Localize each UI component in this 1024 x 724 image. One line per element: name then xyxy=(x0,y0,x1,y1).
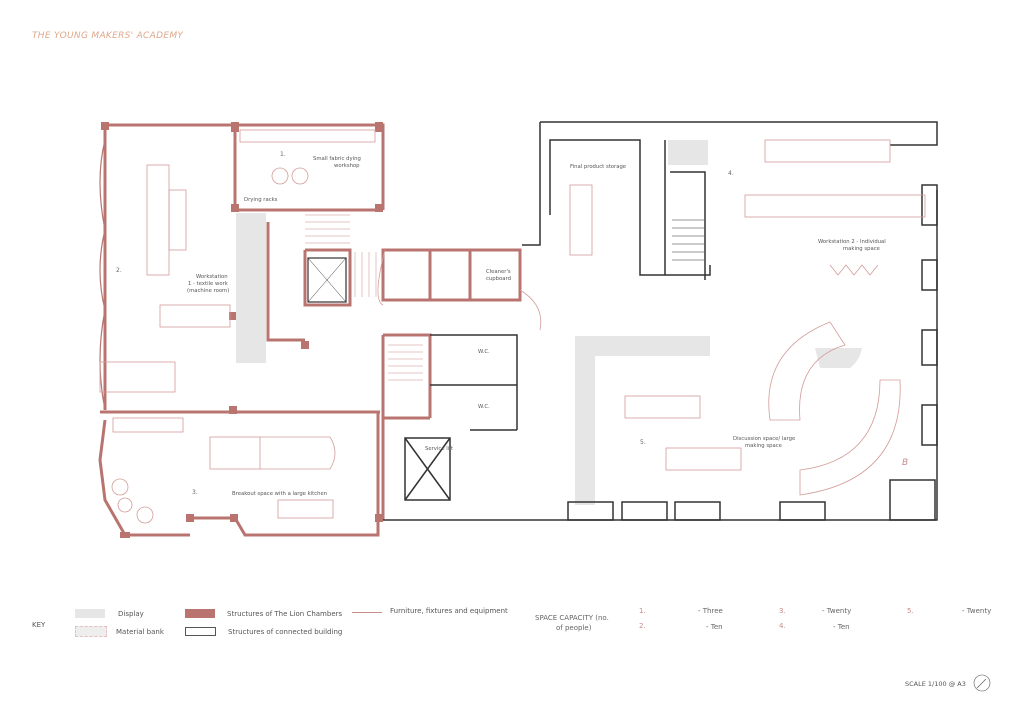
room-1-name-2: workshop xyxy=(334,163,360,169)
service-lift-label: Service lift xyxy=(425,446,453,452)
connected-swatch xyxy=(185,627,216,636)
room-5-name-2: making space xyxy=(745,443,782,449)
room-1-name: Small fabric dying xyxy=(313,156,361,162)
display-areas xyxy=(236,140,862,505)
material-bank-swatch xyxy=(75,626,107,637)
drying-racks-label: Drying racks xyxy=(244,197,278,203)
lion-chambers-columns xyxy=(101,122,383,538)
room-5-number: 5. xyxy=(640,439,646,446)
b-marker: B xyxy=(902,458,908,468)
capacity-val-2: - Ten xyxy=(706,623,723,631)
drawing-title: THE YOUNG MAKERS' ACADEMY xyxy=(32,31,184,41)
room-2-name-3: (machine room) xyxy=(187,288,229,294)
cleaner-label-2: cupboard xyxy=(486,276,511,282)
room-2-name-2: 1 - textile work xyxy=(188,281,229,287)
room-labels: 1. Small fabric dying workshop Drying ra… xyxy=(116,151,908,497)
room-2-number: 2. xyxy=(116,267,122,274)
room-3-number: 3. xyxy=(192,489,198,496)
capacity-title: SPACE CAPACITY (no. xyxy=(535,614,609,622)
north-arrow-pointer xyxy=(976,678,987,689)
room-2-name: Workstation xyxy=(196,274,228,280)
staircases xyxy=(305,214,704,381)
key-display: Display xyxy=(118,610,144,618)
capacity-num-3: 3. xyxy=(779,607,786,615)
capacity-num-5: 5. xyxy=(907,607,914,615)
key-lion: Structures of The Lion Chambers xyxy=(227,610,343,618)
room-1-number: 1. xyxy=(280,151,286,158)
capacity-val-5: - Twenty xyxy=(962,607,992,615)
capacity-num-2: 2. xyxy=(639,622,646,630)
cleaner-label: Cleaner's xyxy=(486,269,511,275)
capacity-val-3: - Twenty xyxy=(822,607,852,615)
storage-label: Final product storage xyxy=(570,164,626,170)
key-heading: KEY xyxy=(32,621,46,629)
scale-label: SCALE 1/100 @ A3 xyxy=(905,680,966,688)
display-swatch xyxy=(75,609,105,618)
wc-1-label: W.C. xyxy=(478,349,490,355)
key-furniture: Furniture, fixtures and equipment xyxy=(390,607,508,615)
wc-2-label: W.C. xyxy=(478,404,490,410)
room-4-number: 4. xyxy=(728,170,734,177)
capacity-title-2: of people) xyxy=(556,624,592,632)
north-arrow-icon xyxy=(973,674,991,692)
room-5-name: Discussion space/ large xyxy=(733,436,795,442)
furniture xyxy=(99,129,926,524)
capacity-num-1: 1. xyxy=(639,607,646,615)
room-3-name: Breakout space with a large kitchen xyxy=(232,491,327,497)
key-material: Material bank xyxy=(116,628,164,636)
capacity-num-4: 4. xyxy=(779,622,786,630)
furniture-swatch xyxy=(352,612,382,613)
key-connected: Structures of connected building xyxy=(228,628,343,636)
capacity-val-1: - Three xyxy=(698,607,723,615)
capacity-val-4: - Ten xyxy=(833,623,850,631)
room-4-name: Workstation 2 - Individual xyxy=(818,239,886,245)
lion-swatch xyxy=(185,609,215,618)
room-4-name-2: making space xyxy=(843,246,880,252)
connected-building-structure xyxy=(383,121,938,521)
lion-chambers-structure xyxy=(98,123,522,537)
